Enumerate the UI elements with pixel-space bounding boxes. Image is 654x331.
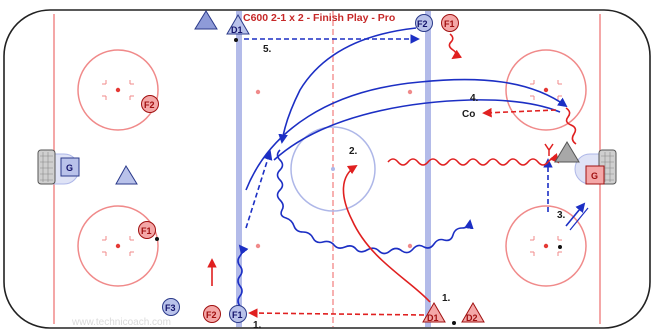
player-f2-left: F2: [141, 95, 159, 113]
neutral-dot: [255, 89, 261, 95]
svg-text:D2: D2: [466, 313, 478, 323]
neutral-dot: [255, 243, 261, 249]
step-label: 4.: [470, 93, 479, 104]
player-d1-bottom: D1: [422, 302, 456, 325]
svg-text:F2: F2: [417, 19, 428, 29]
shot-arrow-3b: [569, 207, 589, 231]
svg-text:F2: F2: [144, 100, 155, 110]
svg-text:G: G: [66, 163, 73, 173]
skate-path-wavy-middle: [276, 149, 474, 255]
skate-path-4a: [245, 78, 568, 191]
rink-boards: [3, 9, 651, 329]
player-f1-left: F1: [138, 221, 159, 241]
svg-text:G: G: [591, 171, 598, 181]
pylon-triangle: [115, 165, 138, 185]
player-f1-bottom: F1: [229, 305, 247, 323]
puck: [558, 245, 562, 249]
player-d2-bottom: D2: [461, 302, 485, 323]
faceoff-circle-bottom-right: [505, 205, 587, 287]
player-f1-top: F1: [441, 14, 459, 32]
player-d1-top: D1: [226, 14, 250, 42]
blue-line-right: [425, 11, 431, 327]
pylon-triangle: [194, 10, 218, 30]
pass-path-f1-up: [245, 150, 273, 229]
player-f2-bottom: F2: [203, 305, 221, 323]
step-label: 3.: [557, 210, 566, 221]
faceoff-circle-bottom-left: [77, 205, 159, 287]
svg-text:D1: D1: [427, 313, 439, 323]
skate-path-f2-top: [278, 27, 417, 144]
skate-path-red-right: [565, 107, 577, 145]
svg-text:D1: D1: [231, 25, 243, 35]
blue-line-left: [236, 11, 242, 327]
watermark: www.technicoach.com: [71, 317, 171, 328]
player-f3-bottom: F3: [162, 298, 180, 316]
neutral-dot: [407, 89, 413, 95]
goalie-left: G: [60, 157, 80, 177]
svg-text:F2: F2: [206, 310, 217, 320]
shot-arrow-3: [565, 202, 586, 227]
skate-path-red-d1: [342, 164, 431, 303]
step-label: 2.: [349, 146, 358, 157]
step-label: 5.: [263, 44, 272, 55]
svg-text:F1: F1: [141, 226, 152, 236]
svg-text:F1: F1: [232, 310, 243, 320]
step-label: 1.: [442, 293, 451, 304]
step-label: 1.: [253, 320, 262, 331]
svg-text:F1: F1: [444, 19, 455, 29]
stick-icon: [544, 143, 554, 156]
skate-path-red-f1-top: [448, 33, 463, 60]
pass-path-red-bottom: [248, 308, 425, 318]
center-circle: [290, 126, 376, 212]
goalie-right: G: [585, 165, 605, 185]
goal-net-left: [37, 149, 56, 185]
faceoff-circle-top-right: [505, 49, 587, 131]
coach-label: Co: [462, 109, 475, 120]
neutral-dot: [407, 243, 413, 249]
center-dot: [331, 167, 335, 171]
skate-path-4b: [273, 99, 561, 161]
pass-path-coach: [482, 107, 557, 118]
player-f2-top: F2: [415, 14, 433, 32]
faceoff-circle-top-left: [77, 49, 159, 131]
skate-path-red-2: [387, 153, 560, 166]
skate-path-f1-bottom: [237, 244, 249, 307]
svg-text:F3: F3: [165, 303, 176, 313]
coach-triangle: [554, 141, 580, 163]
drill-title: C600 2-1 x 2 - Finish Play - Pro: [243, 12, 395, 24]
